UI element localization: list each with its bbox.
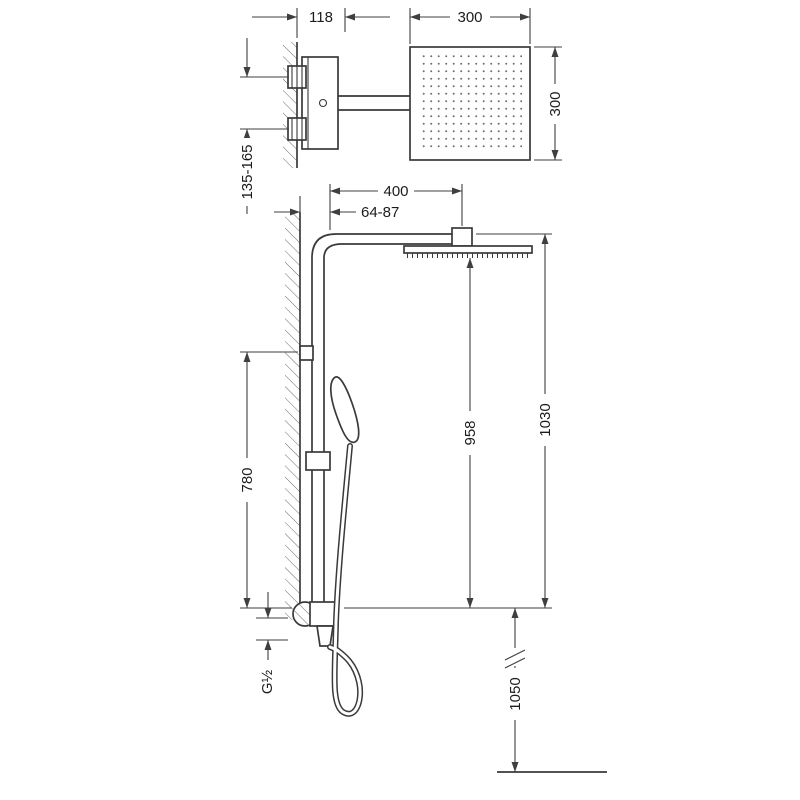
dim-label-wall-offset: 64-87 <box>361 204 399 221</box>
spray-nozzle-grid <box>418 55 522 152</box>
dimension-64-87: 64-87 <box>274 196 399 221</box>
top-view: 118 300 300 135-165 <box>239 8 564 214</box>
head-connector <box>451 227 473 247</box>
dimension-300-depth: 300 <box>534 46 564 161</box>
dim-label-head-width: 300 <box>457 9 482 26</box>
dim-label-thread: G½ <box>259 669 276 694</box>
dim-label-head-depth: 300 <box>547 91 564 116</box>
dimension-1050: 1050 <box>497 608 607 773</box>
wall-bracket <box>299 345 314 361</box>
dim-label-inlet-spacing: 135-165 <box>239 144 256 199</box>
dimension-118: 118 <box>252 8 390 38</box>
dimension-135-165: 135-165 <box>239 38 289 214</box>
dimension-g-half: G½ <box>256 592 288 694</box>
dimension-300-width: 300 <box>409 8 531 44</box>
shower-hose <box>327 443 364 717</box>
inlet-fitting-top-lower <box>287 117 307 141</box>
wall-section-front <box>285 212 301 620</box>
dimension-400: 400 <box>329 183 463 230</box>
dim-label-outlet-height: 1050 <box>507 677 524 710</box>
dim-label-total-height: 1030 <box>537 403 554 436</box>
riser-pipe <box>311 258 325 602</box>
shower-head-front <box>403 245 533 258</box>
dim-label-head-height: 958 <box>462 420 479 445</box>
wall-outlet-elbow <box>292 601 339 647</box>
dimension-958: 958 <box>462 258 479 608</box>
shower-head-top <box>409 46 531 161</box>
front-view: 400 64-87 958 1030 78 <box>239 183 607 773</box>
dim-label-riser-height: 780 <box>239 467 256 492</box>
dim-label-118: 118 <box>309 9 333 26</box>
hand-shower <box>330 376 360 444</box>
dimension-780: 780 <box>239 351 298 609</box>
shower-arm-top <box>338 95 410 111</box>
slider-holder <box>305 451 331 471</box>
dimension-1030: 1030 <box>344 233 554 609</box>
hose-nut <box>316 625 334 647</box>
wall-section-top <box>283 42 298 168</box>
dim-label-reach: 400 <box>383 183 408 200</box>
nozzle-fringe <box>406 253 530 258</box>
valve-screw <box>318 98 328 108</box>
inlet-fitting-top-upper <box>287 65 307 89</box>
